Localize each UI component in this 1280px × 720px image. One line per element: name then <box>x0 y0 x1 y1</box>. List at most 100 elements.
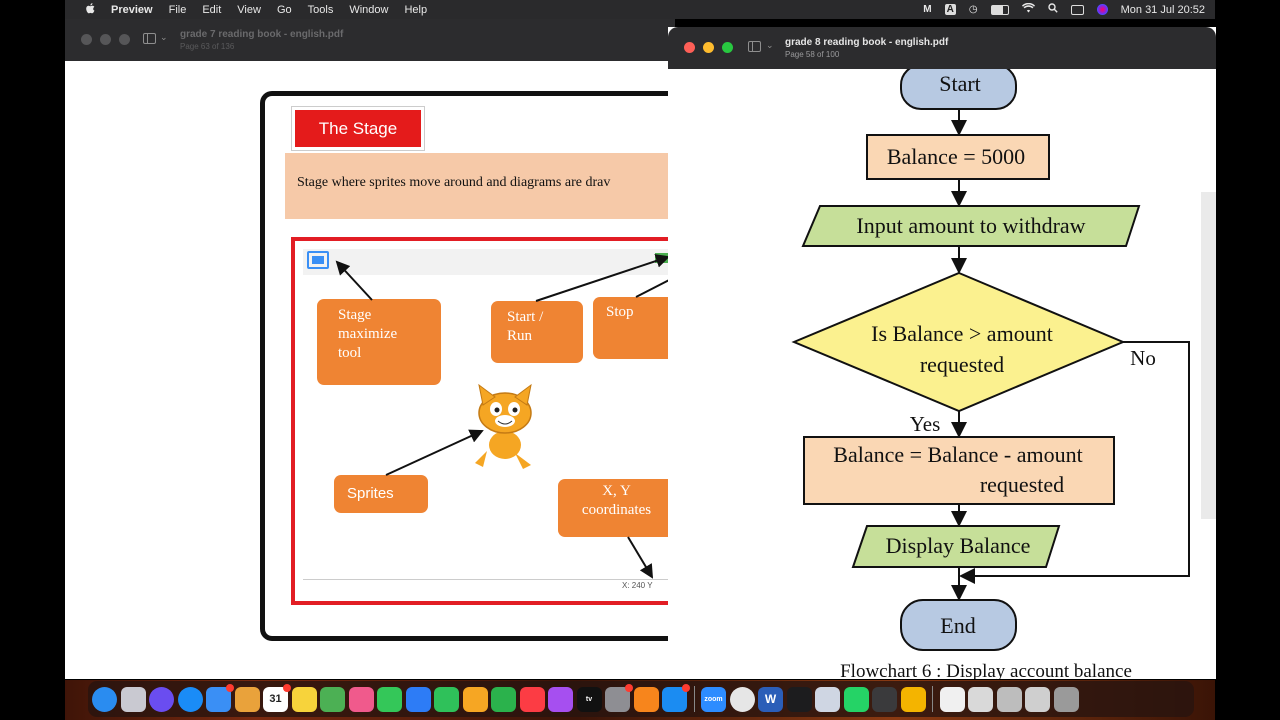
output-label: Display Balance <box>886 533 1031 558</box>
whatsapp-icon[interactable] <box>843 686 869 712</box>
screenshot-icon[interactable] <box>968 686 993 712</box>
keyboard-input-icon[interactable]: A <box>944 4 956 15</box>
close-button[interactable] <box>81 34 92 45</box>
zoom-button[interactable] <box>119 34 130 45</box>
calendar-date: 31 <box>269 692 282 705</box>
zoom-text: zoom <box>704 695 723 703</box>
photos-app-icon[interactable] <box>348 686 374 712</box>
notification-badge <box>625 683 633 692</box>
music-icon[interactable] <box>519 686 545 712</box>
books-icon[interactable] <box>633 686 659 712</box>
notification-badge <box>682 683 690 692</box>
menu-file[interactable]: File <box>168 3 187 16</box>
tv-icon[interactable]: tv <box>576 686 602 712</box>
wifi-icon[interactable] <box>1021 2 1035 16</box>
menu-window[interactable]: Window <box>349 3 389 16</box>
dock-separator <box>932 686 933 712</box>
label-line: Stop <box>606 304 634 320</box>
apple-menu-icon[interactable] <box>79 2 101 18</box>
appstore-icon[interactable] <box>662 683 690 712</box>
minimize-button[interactable] <box>100 34 111 45</box>
sidebar-toggle-icon[interactable] <box>143 33 156 44</box>
messages-icon[interactable] <box>377 686 402 712</box>
siri-icon[interactable] <box>149 686 174 712</box>
siri-menu-icon[interactable] <box>1096 4 1108 15</box>
chevron-down-icon[interactable]: ⌄ <box>766 40 774 50</box>
zoom-button[interactable] <box>722 42 733 53</box>
clock-icon[interactable]: ◷ <box>968 4 978 15</box>
notes-icon[interactable] <box>291 686 317 712</box>
maps-icon[interactable] <box>320 686 345 712</box>
launchpad-icon[interactable] <box>120 686 146 712</box>
preview-icon[interactable] <box>815 686 840 712</box>
finder-icon[interactable] <box>92 686 117 712</box>
window-titlebar[interactable]: ⌄ grade 8 reading book - english.pdf Pag… <box>668 27 1216 69</box>
letterbox-left <box>0 0 65 720</box>
menu-datetime[interactable]: Mon 31 Jul 20:52 <box>1120 3 1205 16</box>
facetime-icon[interactable] <box>434 686 459 712</box>
battery-icon[interactable] <box>990 4 1009 15</box>
window-titlebar[interactable]: ⌄ grade 7 reading book - english.pdf Pag… <box>65 19 675 61</box>
menu-tools[interactable]: Tools <box>307 3 334 16</box>
end-label: End <box>940 613 975 638</box>
menu-app-name[interactable]: Preview <box>111 3 153 16</box>
label-line: Stage <box>338 307 372 323</box>
sidebar-toggle-icon[interactable] <box>748 41 761 52</box>
chrome-icon[interactable] <box>729 686 755 712</box>
stage-diagram: X: 240 Y <box>291 237 679 605</box>
window-title: grade 8 reading book - english.pdf <box>785 37 949 48</box>
safari-icon[interactable] <box>177 686 203 712</box>
preview-window-grade8: ⌄ grade 8 reading book - english.pdf Pag… <box>668 27 1216 682</box>
chevron-down-icon[interactable]: ⌄ <box>160 32 168 42</box>
window-page-indicator: Page 58 of 100 <box>785 50 840 59</box>
description-banner: Stage where sprites move around and diag… <box>285 153 675 219</box>
zoom-icon[interactable]: zoom <box>701 686 726 712</box>
podcasts-icon[interactable] <box>548 686 573 712</box>
process-label-line1: Balance = Balance - amount <box>833 442 1082 467</box>
document-icon[interactable] <box>939 686 965 712</box>
input-parallelogram <box>801 205 1141 247</box>
label-line: Run <box>507 328 533 344</box>
keynote-icon[interactable] <box>405 686 431 712</box>
output-parallelogram <box>851 525 1061 568</box>
input-label: Input amount to withdraw <box>856 213 1085 238</box>
scratch-cat-sprite <box>475 383 532 469</box>
spotlight-search-icon[interactable] <box>1047 3 1058 16</box>
numbers-icon[interactable] <box>491 686 516 712</box>
trash-icon[interactable] <box>1053 686 1079 712</box>
stage-maximize-icon <box>307 251 329 269</box>
dock-separator <box>693 686 695 712</box>
mail-icon[interactable] <box>206 683 234 712</box>
menu-edit[interactable]: Edit <box>202 3 222 16</box>
menu-go[interactable]: Go <box>276 3 292 16</box>
stage-toolbar-strip <box>303 249 679 275</box>
decision-label-line2: requested <box>920 352 1004 377</box>
adjacent-page-edge <box>1201 192 1216 519</box>
dock: 31 tv zoom W <box>88 681 1194 717</box>
app-icon[interactable] <box>900 686 926 712</box>
photos-icon[interactable] <box>234 686 260 712</box>
calendar-icon[interactable]: 31 <box>263 683 291 712</box>
menu-help[interactable]: Help <box>404 3 428 16</box>
baseline-line <box>303 579 679 580</box>
close-button[interactable] <box>684 42 695 53</box>
label-line: maximize <box>338 326 398 342</box>
word-icon[interactable]: W <box>758 686 783 712</box>
window-icon[interactable] <box>996 686 1022 712</box>
label-line: coordinates <box>581 502 652 518</box>
diagram-arrows <box>335 254 675 579</box>
update-process <box>803 436 1115 505</box>
window-icon-2[interactable] <box>1025 686 1050 712</box>
calculator-icon[interactable] <box>872 686 897 712</box>
gmail-status-icon[interactable]: M <box>923 4 932 15</box>
menu-view[interactable]: View <box>237 3 261 16</box>
end-terminator <box>900 599 1017 651</box>
capcut-icon[interactable] <box>786 686 812 712</box>
settings-icon[interactable] <box>605 683 633 712</box>
control-center-icon[interactable] <box>1070 4 1084 15</box>
description-text: Stage where sprites move around and diag… <box>297 175 611 190</box>
flowchart: Start Balance = 5000 Input amount to wit… <box>791 64 1190 682</box>
minimize-button[interactable] <box>703 42 714 53</box>
pages-icon[interactable] <box>462 686 488 712</box>
pdf-page: The Stage Stage where sprites move aroun… <box>80 61 695 679</box>
